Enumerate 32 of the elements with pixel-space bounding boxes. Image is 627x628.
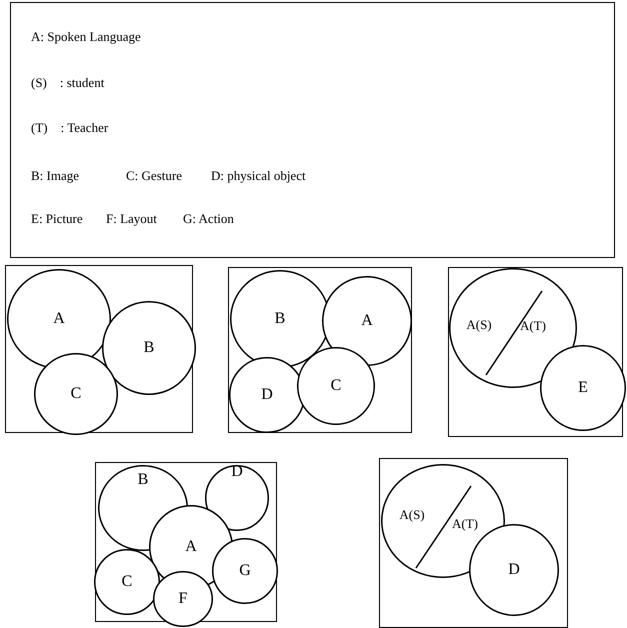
- circle-label: D: [508, 561, 520, 579]
- legend-text: G: Action: [183, 211, 234, 227]
- circle-label: F: [178, 590, 188, 608]
- legend-text: C: Gesture: [126, 168, 182, 184]
- legend-text: E: Picture: [31, 211, 83, 227]
- panel-frame: [5, 265, 193, 433]
- panel-frame: [228, 267, 412, 433]
- circle-label: A(S): [399, 506, 425, 524]
- panel-frame: [379, 458, 568, 628]
- legend-box: [10, 2, 615, 258]
- legend-text: A: Spoken Language: [31, 29, 141, 45]
- circle-label: E: [578, 379, 588, 397]
- panel-frame: [448, 267, 623, 437]
- circle-label: A(T): [520, 317, 546, 335]
- circle-label: C: [70, 385, 82, 403]
- circle-label: A(S): [466, 316, 492, 334]
- circle-label: C: [330, 377, 342, 395]
- legend-text: F: Layout: [106, 211, 157, 227]
- circle-label: A: [53, 310, 65, 328]
- legend-text: (T) : Teacher: [31, 120, 108, 136]
- circle-label: A: [361, 312, 373, 330]
- legend-text: B: Image: [31, 168, 80, 184]
- circle-label: G: [239, 562, 251, 580]
- circle-label: B: [138, 471, 148, 489]
- circle-label: B: [144, 339, 154, 357]
- circle-label: A: [185, 538, 197, 556]
- legend-text: (S) : student: [31, 75, 104, 91]
- circle-label: D: [261, 386, 273, 404]
- legend-text: D: physical object: [211, 168, 306, 184]
- circle-label: C: [122, 573, 132, 591]
- circle-label: A(T): [452, 515, 478, 533]
- circle-label: B: [274, 310, 286, 328]
